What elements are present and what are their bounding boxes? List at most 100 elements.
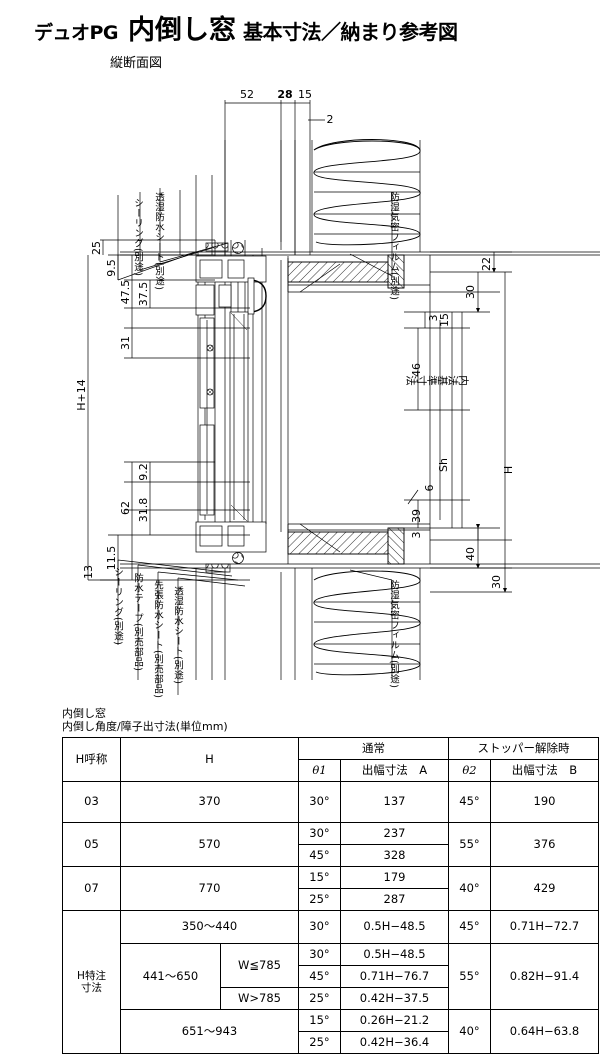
th-theta2: θ2 xyxy=(448,759,491,782)
cell-theta1: 25° xyxy=(298,888,341,911)
cell-h: 770 xyxy=(120,866,299,911)
dim-left-9-5: 9.5 xyxy=(105,259,118,277)
section-label: 縦断面図 xyxy=(110,56,163,71)
table-row: 03 370 30° 137 45° 190 xyxy=(62,781,599,823)
cell-width-a: 0.26H−21.2 xyxy=(340,1009,449,1032)
dim-left-13: 13 xyxy=(82,565,95,579)
table-row: 45° 328 xyxy=(63,844,599,867)
cell-width-a: 287 xyxy=(340,888,449,911)
spec-table: H呼称 H 通常 ストッパー解除時 θ1 出幅寸法 A θ2 出幅寸法 B 03… xyxy=(62,737,599,1054)
dim-left-31: 31 xyxy=(119,336,132,350)
technical-drawing: 52 28 15 2 25 9.5 47.5 37.5 31 H+14 11.5… xyxy=(0,80,600,700)
dim-top-28: 28 xyxy=(277,88,292,101)
cell-theta1: 30° xyxy=(298,781,341,823)
cell-theta1: 45° xyxy=(298,965,341,988)
dim-left-h14: H+14 xyxy=(75,379,88,411)
cell-h-name: 05 xyxy=(62,822,121,867)
insulation-top xyxy=(311,139,421,252)
cell-h: 370 xyxy=(120,781,299,823)
spec-table-block: 内倒し窓 内倒し角度/障子出寸法(単位mm) H呼称 H 通常 ストッパー解除時… xyxy=(62,707,599,1054)
dim-right-h: H xyxy=(502,466,515,474)
cell-h: 350〜440 xyxy=(120,910,299,944)
cell-theta1: 25° xyxy=(298,987,341,1010)
cell-h: 651〜943 xyxy=(120,1009,299,1054)
dim-left-62: 62 xyxy=(119,501,132,515)
exterior-wall-bottom xyxy=(120,563,600,680)
dim-right-46: 46 xyxy=(410,363,423,377)
cell-width-a: 0.42H−37.5 xyxy=(340,987,449,1010)
table-caption-line2: 内倒し角度/障子出寸法(単位mm) xyxy=(62,720,228,733)
cell-width-b: 190 xyxy=(490,781,599,823)
title-row: デュオPG 内倒し窓 基本寸法／納まり参考図 xyxy=(34,8,458,47)
cell-width-a: 179 xyxy=(340,866,449,889)
cell-width-b: 0.71H−72.7 xyxy=(490,910,599,944)
cell-h-name: 07 xyxy=(62,866,121,911)
cell-theta1: 15° xyxy=(298,866,341,889)
page-header: デュオPG 内倒し窓 基本寸法／納まり参考図 縦断面図 xyxy=(0,0,600,71)
th-theta1: θ1 xyxy=(298,759,341,782)
cell-theta2: 45° xyxy=(448,781,491,823)
cell-width-a: 328 xyxy=(340,844,449,867)
cell-theta1: 45° xyxy=(298,844,341,867)
dim-right-3-top: 3 xyxy=(427,315,440,322)
cell-width-a: 0.5H−48.5 xyxy=(340,910,449,944)
cell-special-label: H特注 寸法 xyxy=(62,910,121,1054)
cell-theta2: 40° xyxy=(448,1009,491,1054)
dim-right-15: 15 xyxy=(438,313,451,327)
cell-width-a: 237 xyxy=(340,822,449,845)
page-title: 内倒し窓 xyxy=(128,15,237,46)
cell-theta1: 15° xyxy=(298,1009,341,1032)
dim-left-11-5: 11.5 xyxy=(105,546,118,571)
cell-width-a: 137 xyxy=(340,781,449,823)
table-caption-line1: 内倒し窓 xyxy=(62,707,106,720)
table-header-row-1: H呼称 H 通常 ストッパー解除時 xyxy=(62,737,599,782)
brand-name: デュオPG xyxy=(34,22,119,44)
th-normal: 通常 xyxy=(298,737,449,760)
dim-right-39: 39 xyxy=(410,509,423,523)
dim-left-31-8: 31.8 xyxy=(137,498,150,523)
cell-width-b: 376 xyxy=(490,822,599,867)
dim-right-6: 6 xyxy=(423,485,436,492)
cell-width-b: 429 xyxy=(490,866,599,911)
label-inner-reference-dimension: 内法基準寸法 xyxy=(405,374,470,386)
dim-top-2: 2 xyxy=(327,113,334,126)
th-h-name: H呼称 xyxy=(62,737,121,782)
cell-sub-condition: W≦785 xyxy=(220,943,299,988)
cell-width-b: 0.64H−63.8 xyxy=(490,1009,599,1054)
dim-left-47-5: 47.5 xyxy=(119,280,132,305)
cell-theta2: 55° xyxy=(448,822,491,867)
drawing-svg: 52 28 15 2 25 9.5 47.5 37.5 31 H+14 11.5… xyxy=(75,88,600,695)
cell-theta1: 25° xyxy=(298,1031,341,1054)
dim-right-30-top: 30 xyxy=(464,285,477,299)
table-row: 651〜943 15° 0.26H−21.2 40° 0.64H−63.8 xyxy=(63,1009,599,1054)
insulation-bottom xyxy=(313,570,421,676)
table-header-row-2: θ1 出幅寸法 A θ2 出幅寸法 B xyxy=(63,759,599,782)
th-width-b: 出幅寸法 B xyxy=(490,759,599,782)
dim-right-40: 40 xyxy=(464,547,477,561)
dim-right-22: 22 xyxy=(480,257,493,271)
dim-right-sh: Sh xyxy=(437,458,450,472)
th-h: H xyxy=(120,737,299,782)
table-row: 45° 0.71H−76.7 xyxy=(63,965,599,988)
special-label-line1: H特注 xyxy=(77,969,106,982)
special-label-line2: 寸法 xyxy=(81,982,102,994)
cell-theta1: 30° xyxy=(298,910,341,944)
cell-width-a: 0.71H−76.7 xyxy=(340,965,449,988)
cell-h-name: 03 xyxy=(62,781,121,823)
dim-left-9-2: 9.2 xyxy=(137,463,150,481)
top-dimension-lines xyxy=(224,100,325,255)
th-stopper-released: ストッパー解除時 xyxy=(448,737,599,760)
cell-theta1: 30° xyxy=(298,822,341,845)
dim-right-3-bottom: 3 xyxy=(410,532,423,539)
cell-theta1: 30° xyxy=(298,943,341,966)
dim-left-25: 25 xyxy=(90,241,103,255)
cell-width-b: 0.82H−91.4 xyxy=(490,943,599,1010)
right-dimension-lines xyxy=(404,251,512,593)
cell-width-a: 0.42H−36.4 xyxy=(340,1031,449,1054)
cell-theta2: 55° xyxy=(448,943,491,1010)
dim-top-15: 15 xyxy=(298,88,312,101)
cell-theta2: 40° xyxy=(448,866,491,911)
cell-theta2: 45° xyxy=(448,910,491,944)
table-row: 07 770 15° 179 40° 429 xyxy=(62,866,599,911)
dim-top-52: 52 xyxy=(240,88,254,101)
